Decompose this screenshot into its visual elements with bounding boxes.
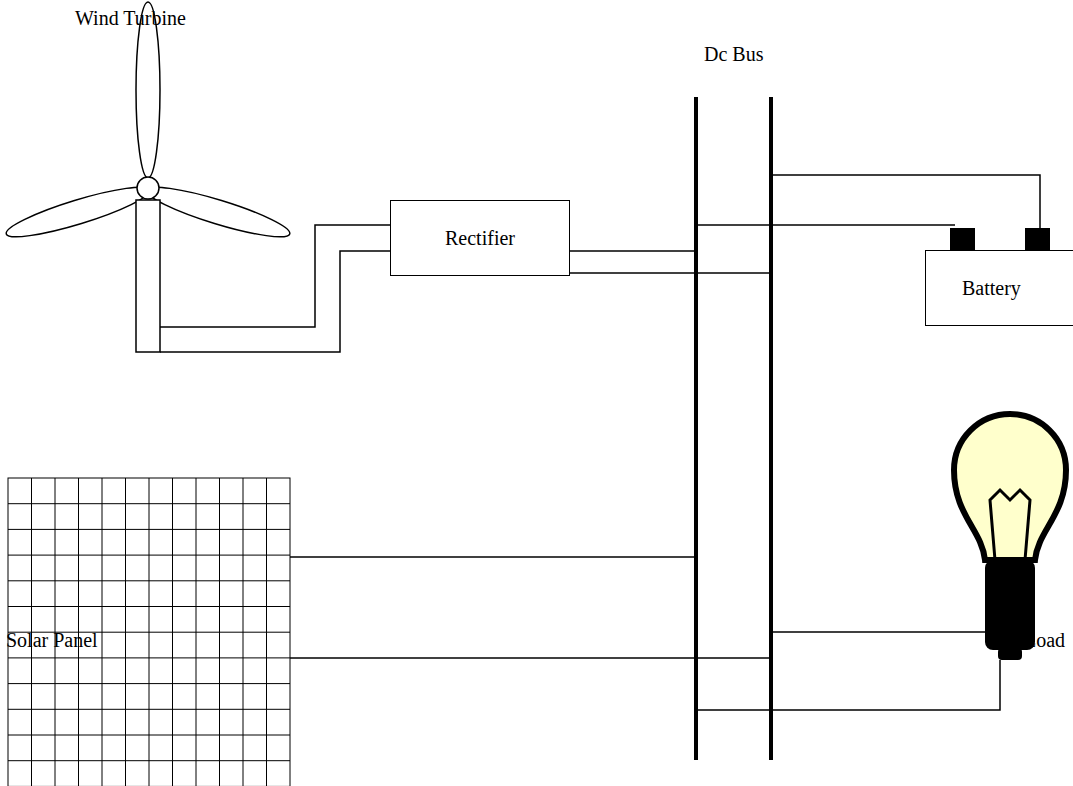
wire xyxy=(290,556,696,558)
component-label: Load xyxy=(1024,628,1065,652)
node-label: Battery xyxy=(962,276,1021,300)
wire xyxy=(696,660,1000,710)
bus-bar xyxy=(769,97,773,760)
bus-bar xyxy=(694,97,698,760)
wire xyxy=(771,175,1040,230)
wire xyxy=(771,631,985,633)
node-label: Rectifier xyxy=(445,226,515,250)
wire xyxy=(570,272,771,274)
wire xyxy=(160,251,390,352)
turbine-tower xyxy=(136,200,160,352)
battery-box: Battery xyxy=(925,250,1073,326)
wire xyxy=(160,225,390,327)
component-label: Wind Turbine xyxy=(75,6,186,30)
component-label: Solar Panel xyxy=(6,628,98,652)
light-bulb xyxy=(954,414,1066,660)
wire xyxy=(570,250,696,252)
battery-terminal xyxy=(950,228,975,250)
turbine-hub xyxy=(137,177,159,199)
battery-terminal xyxy=(1025,228,1050,250)
turbine-blade xyxy=(143,179,293,246)
turbine-blade xyxy=(3,179,153,246)
wire xyxy=(290,657,771,659)
rectifier-box: Rectifier xyxy=(390,200,570,276)
bus-label: Dc Bus xyxy=(704,42,763,66)
wire xyxy=(696,224,955,226)
